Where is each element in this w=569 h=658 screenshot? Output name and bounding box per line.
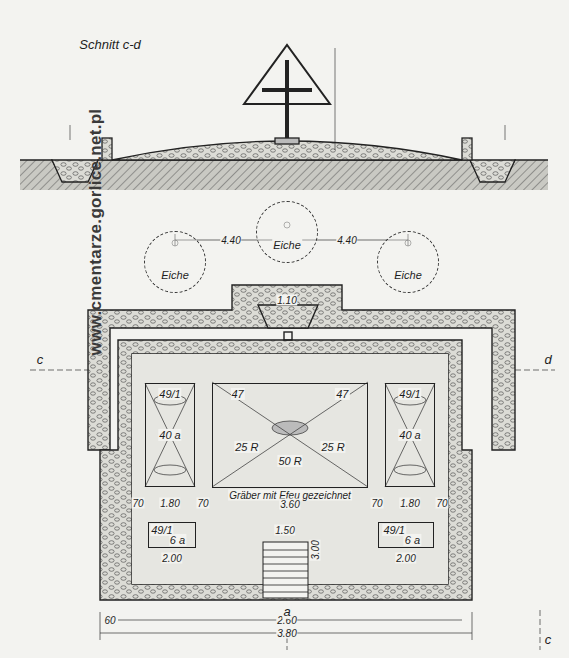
- grave-plot: 49/16 a: [378, 522, 434, 548]
- dimension: 4.40: [220, 235, 241, 246]
- node-text: 49/1: [398, 388, 421, 400]
- dimension: 70: [131, 498, 144, 509]
- dimension: 1.10: [276, 295, 297, 306]
- node-text: 40 a: [398, 429, 421, 441]
- node-text: 50 R: [277, 455, 302, 467]
- section-mark: a: [282, 605, 291, 619]
- stair-step: [263, 571, 308, 572]
- dimension: 60: [103, 615, 116, 626]
- node-text: Eiche: [160, 269, 190, 281]
- dimension: 1.80: [399, 498, 420, 509]
- section-title: Schnitt c-d: [78, 38, 141, 52]
- dimension: 2.00: [161, 553, 182, 564]
- grave-field: 49/1 40 a: [145, 383, 195, 487]
- dimension: 4.40: [336, 235, 357, 246]
- section-mark: c: [544, 633, 553, 647]
- node-text: 47: [231, 388, 245, 400]
- dimension: 70: [435, 498, 448, 509]
- stairs: [263, 542, 308, 598]
- stair-step: [263, 578, 308, 579]
- node-text: 25 R: [320, 441, 345, 453]
- dimension: 1.50: [274, 525, 295, 536]
- tree-circle: Eiche: [377, 231, 439, 293]
- node-text: Eiche: [393, 269, 423, 281]
- stair-step: [263, 557, 308, 558]
- tree-circle: Eiche: [144, 231, 206, 293]
- stair-step: [263, 564, 308, 565]
- stair-steps: [263, 550, 308, 592]
- enclosure-walls: [88, 285, 515, 600]
- node-text: 40 a: [158, 429, 181, 441]
- dimension-lines: [30, 234, 555, 650]
- dimension: 1.80: [159, 498, 180, 509]
- grave-plot: 49/16 a: [148, 522, 196, 548]
- dimension: 3.00: [310, 539, 321, 560]
- node-text: 49/1: [158, 388, 181, 400]
- dimension: 3.60: [279, 499, 300, 510]
- node-text: 47: [335, 388, 349, 400]
- stair-step: [263, 592, 308, 593]
- stair-step: [263, 585, 308, 586]
- node-text: 6 a: [169, 534, 186, 546]
- grave-field: 49/1 40 a: [385, 383, 435, 487]
- stair-step: [263, 550, 308, 551]
- watermark: www.cmentarze.gorlice.net.pl: [87, 108, 106, 357]
- node-text: 49/1: [382, 524, 405, 536]
- dimension: 70: [196, 498, 209, 509]
- tree-circle: Eiche: [256, 201, 318, 263]
- node-text: Eiche: [272, 239, 302, 251]
- grave-field: 47 47 25 R 25 R 50 R: [212, 383, 368, 488]
- dimension: 70: [370, 498, 383, 509]
- node-text: 25 R: [234, 441, 259, 453]
- section-mark: c: [36, 353, 45, 367]
- section-mark: d: [543, 353, 552, 367]
- node-text: 6 a: [404, 534, 421, 546]
- dimension: 3.80: [276, 628, 297, 639]
- dimension: 2.00: [395, 553, 416, 564]
- grave-stones: [145, 382, 435, 487]
